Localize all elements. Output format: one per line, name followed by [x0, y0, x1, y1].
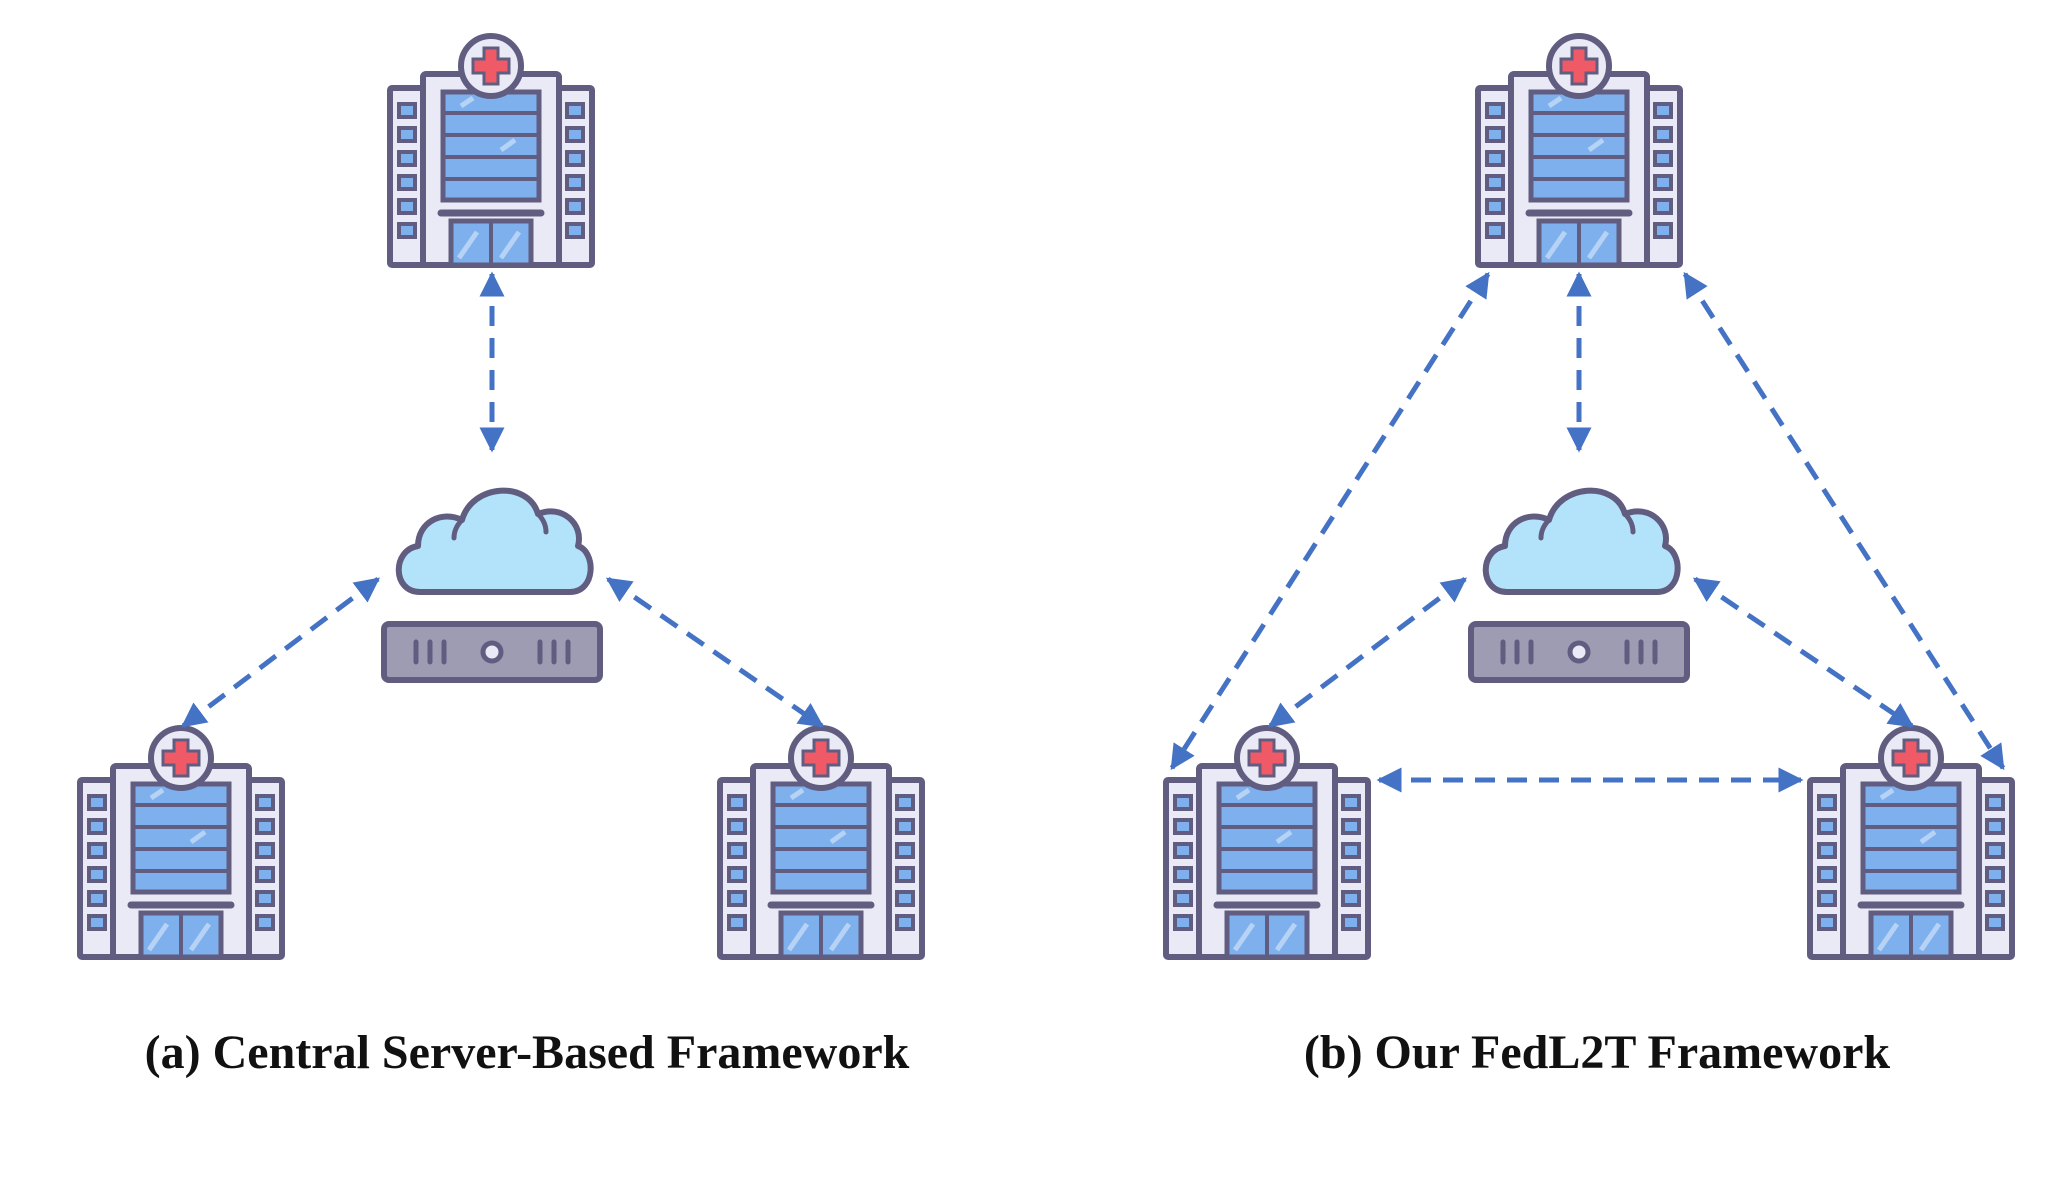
dashed-arrow — [1268, 577, 1467, 728]
hospital-icon — [390, 36, 592, 265]
hospital-icon — [1810, 728, 2012, 957]
panel-b: (b) Our FedL2T Framework — [1166, 36, 2012, 1079]
panel-a: (a) Central Server-Based Framework — [80, 36, 922, 1079]
cloud-icon — [1471, 491, 1687, 680]
hospital-icon — [1478, 36, 1680, 265]
dashed-arrow — [181, 577, 380, 728]
dashed-arrow — [1682, 271, 2006, 771]
dashed-arrow — [1692, 576, 1915, 729]
cloud-icon — [384, 491, 600, 680]
panel-caption: (a) Central Server-Based Framework — [145, 1026, 910, 1079]
hospital-icon — [1166, 728, 1368, 957]
dashed-arrow — [1169, 271, 1491, 771]
dashed-arrow — [605, 576, 825, 729]
panel-caption: (b) Our FedL2T Framework — [1304, 1026, 1891, 1079]
hospital-icon — [720, 728, 922, 957]
hospital-icon — [80, 728, 282, 957]
